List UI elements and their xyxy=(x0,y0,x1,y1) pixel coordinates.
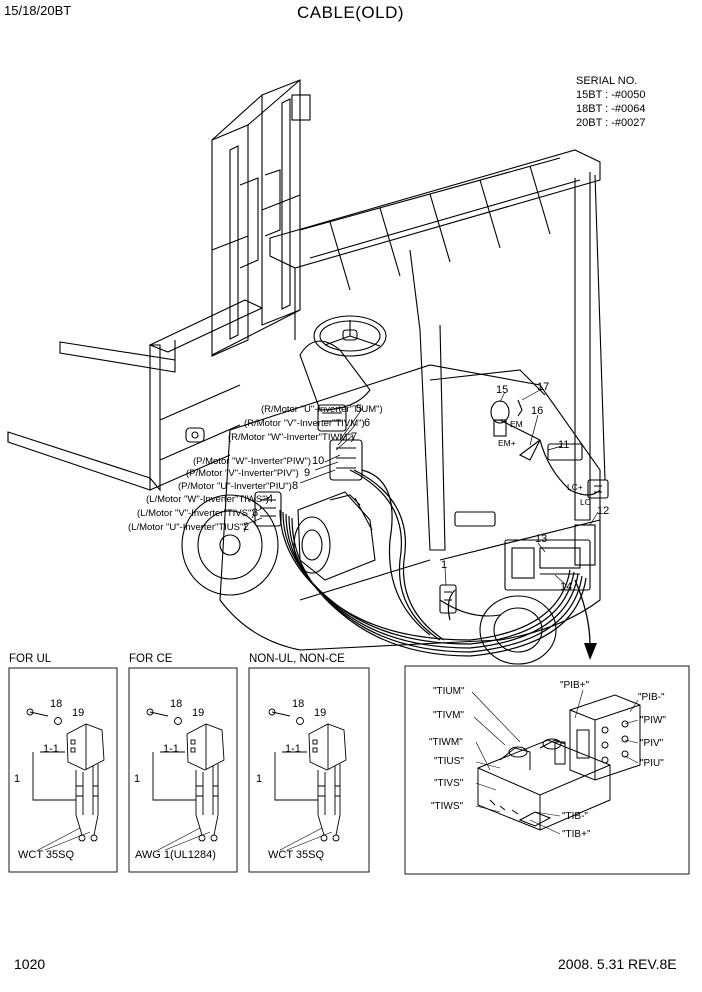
inverter-inset: "TIUM" "TIVM" "TIWM" "TIUS" "TIVS" "TIWS… xyxy=(404,665,690,875)
truck-inverter xyxy=(439,399,609,614)
panel-part-1-1: 1-1 xyxy=(43,743,59,755)
panel-part-1: 1 xyxy=(134,773,140,785)
page-number: 1020 xyxy=(14,956,46,972)
inverter-label-piv: "PIV" xyxy=(640,738,664,749)
inverter-label-piw: "PIW" xyxy=(640,715,666,726)
callout-text: (L/Motor "V"-Inverter"TIVS") xyxy=(137,508,254,519)
panel-drawing-non xyxy=(268,708,347,851)
cable-harness xyxy=(279,419,601,657)
panel-part-18: 18 xyxy=(50,698,62,710)
callout-number: 6 xyxy=(364,417,370,429)
panel-part-18: 18 xyxy=(292,698,304,710)
connector-label: EM+ xyxy=(498,438,516,448)
inverter-label-tivm: "TIVM" xyxy=(433,710,464,721)
inverter-label-tiwm: "TIWM" xyxy=(429,737,463,748)
part-number: 13 xyxy=(535,533,547,545)
serial-line: 20BT : -#0027 xyxy=(576,117,646,129)
serial-line: 15BT : -#0050 xyxy=(576,89,646,101)
panel-footer: WCT 35SQ xyxy=(268,849,324,861)
part-number: 1 xyxy=(441,559,447,571)
panel-title-ce: FOR CE xyxy=(129,653,173,665)
inverter-label-tium: "TIUM" xyxy=(433,686,465,697)
callout-text: (L/Motor "U"-Inverter"TIUS") xyxy=(128,522,247,533)
inverter-label-tius: "TIUS" xyxy=(434,756,464,767)
connector-labels: EM EM+ LC+ LC xyxy=(498,419,591,507)
connector-label: LC+ xyxy=(567,482,583,492)
panel-part-18: 18 xyxy=(170,698,182,710)
callout-text: (P/Motor "V"-Inverter"PIV") xyxy=(186,468,299,479)
callout-number: 7 xyxy=(351,431,357,443)
callout-text: (L/Motor "W"-Inverter"TIWS") xyxy=(146,494,269,505)
panel-part-19: 19 xyxy=(314,707,326,719)
callout-number: 4 xyxy=(267,493,273,505)
part-number: 12 xyxy=(597,505,609,517)
panel-title-non: NON-UL, NON-CE xyxy=(249,653,345,665)
leader-lines xyxy=(243,389,599,646)
panel-drawing-ce xyxy=(146,708,225,851)
part-number: 17 xyxy=(537,381,549,393)
main-callouts: (R/Motor "U"-Inverter"TIUM") 5 (R/Motor … xyxy=(128,403,383,533)
part-number: 15 xyxy=(496,384,508,396)
panel-part-1-1: 1-1 xyxy=(163,743,179,755)
inset-arrow-icon xyxy=(584,643,597,660)
callout-number: 3 xyxy=(252,507,258,519)
panel-part-1: 1 xyxy=(14,773,20,785)
revision-date: 2008. 5.31 REV.8E xyxy=(558,956,677,972)
panel-labels: 18 19 1-1 1 WCT 35SQ 18 19 1-1 1 AWG 1(U… xyxy=(14,698,326,861)
serial-heading: SERIAL NO. xyxy=(576,75,638,87)
callout-number: 8 xyxy=(292,480,298,492)
part-numbers: 15 17 16 11 12 13 14 1 xyxy=(441,381,609,593)
callout-text: (R/Motor "W"-Inverter"TIWM") xyxy=(228,432,354,443)
part-number: 16 xyxy=(531,405,543,417)
inverter-label-tiws: "TIWS" xyxy=(431,801,464,812)
callout-text: (P/Motor "W"-Inverter"PIW") xyxy=(193,456,311,467)
inverter-label-tib-minus: "TIB-" xyxy=(562,811,588,822)
panel-part-19: 19 xyxy=(72,707,84,719)
part-number: 14 xyxy=(560,581,572,593)
inverter-label-pib-plus: "PIB+" xyxy=(560,680,590,691)
panel-footer: WCT 35SQ xyxy=(18,849,74,861)
callout-text: (P/Motor "U"-Inverter"PIU") xyxy=(178,481,292,492)
inverter-label-pib-minus: "PIB-" xyxy=(638,692,665,703)
model-label: 15/18/20BT xyxy=(4,3,72,18)
panel-title-ul: FOR UL xyxy=(9,653,52,665)
callout-text: (R/Motor "U"-Inverter"TIUM") xyxy=(261,404,383,415)
page-title: CABLE(OLD) xyxy=(297,3,405,22)
panel-part-1: 1 xyxy=(256,773,262,785)
connector-label: EM xyxy=(510,419,523,429)
panel-part-1-1: 1-1 xyxy=(285,743,301,755)
panel-boxes xyxy=(8,667,370,873)
callout-text: (R/Motor "V"-Inverter"TIVM") xyxy=(244,418,365,429)
panel-footer: AWG 1(UL1284) xyxy=(135,849,216,861)
connector-label: LC xyxy=(580,497,591,507)
serial-line: 18BT : -#0064 xyxy=(576,103,646,115)
callout-number: 10 xyxy=(312,455,324,467)
part-number: 11 xyxy=(558,439,569,451)
inverter-label-tivs: "TIVS" xyxy=(434,778,464,789)
callout-number: 2 xyxy=(243,521,249,533)
callout-number: 9 xyxy=(304,467,310,479)
callout-number: 5 xyxy=(356,403,362,415)
panel-part-19: 19 xyxy=(192,707,204,719)
serial-block: SERIAL NO. 15BT : -#0050 18BT : -#0064 2… xyxy=(576,74,646,130)
panel-drawing-ul xyxy=(26,708,105,851)
inverter-label-piu: "PIU" xyxy=(640,758,664,769)
inverter-label-tib-plus: "TIB+" xyxy=(562,829,591,840)
